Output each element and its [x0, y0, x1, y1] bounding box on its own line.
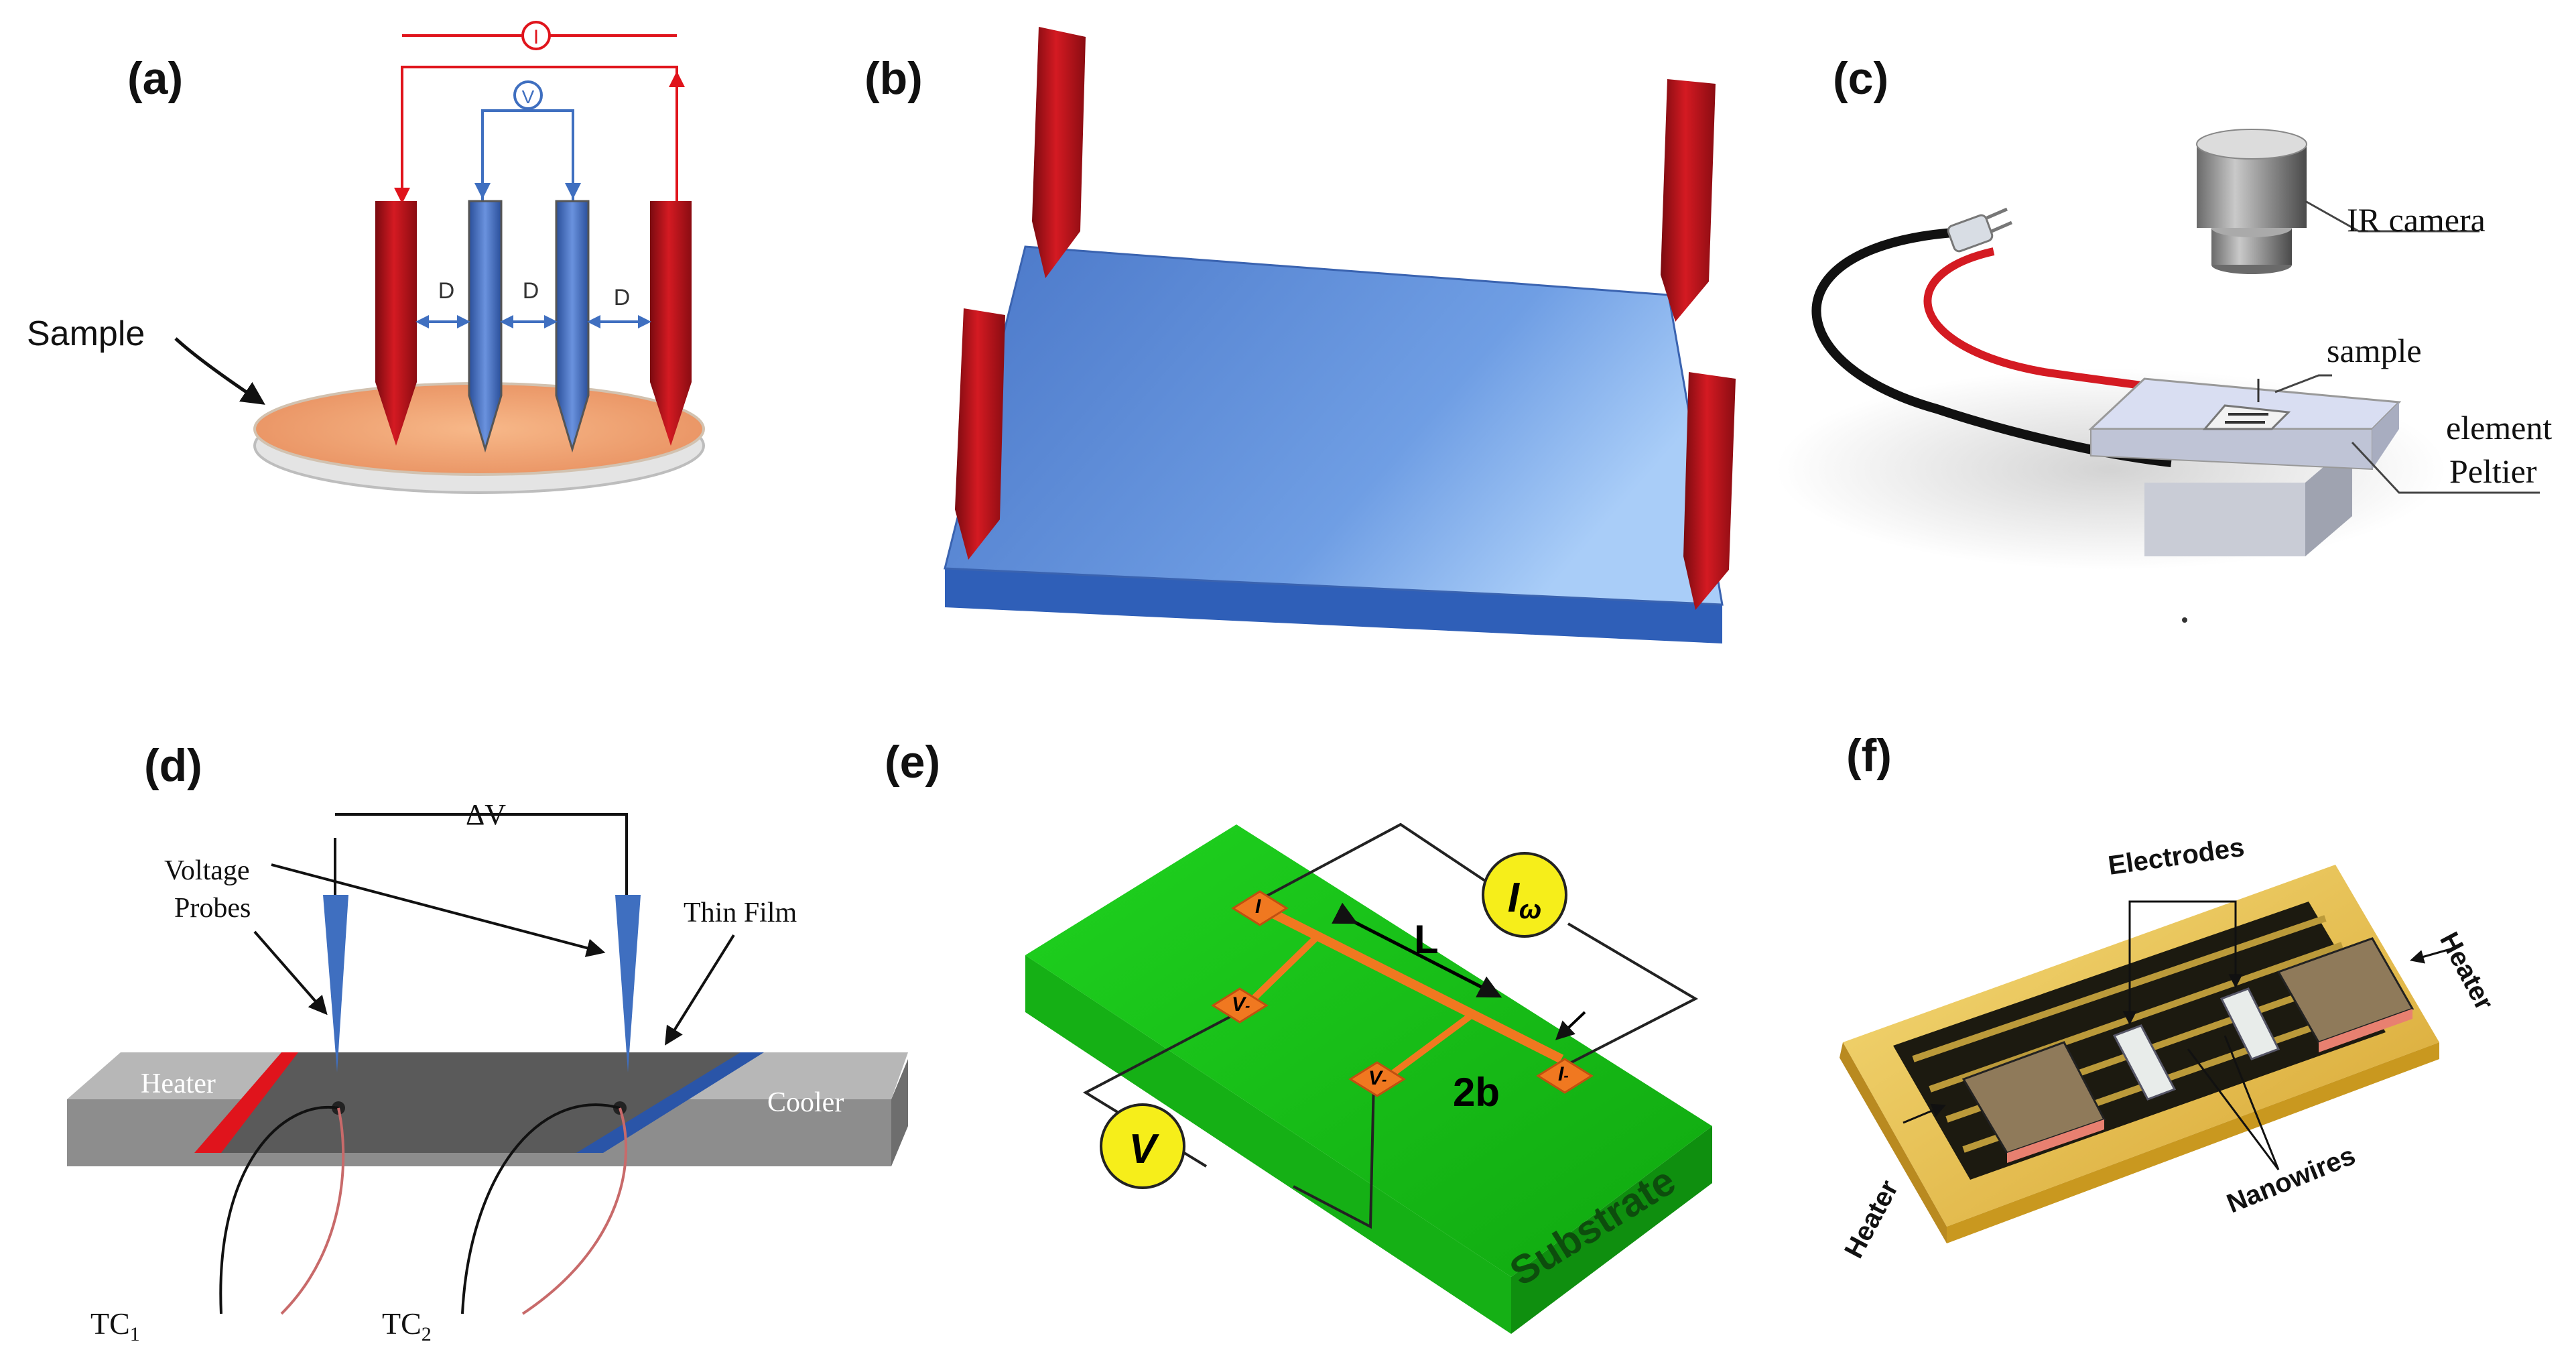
- peltier-element: [2088, 377, 2402, 556]
- nanowires-label: Nanowires: [2223, 1141, 2360, 1219]
- voltage-probe-left: [323, 895, 348, 1072]
- peltier-label-line2: Peltier: [2449, 452, 2537, 490]
- panel-f-label: (f): [1846, 730, 1892, 781]
- electrodes-label: Electrodes: [2106, 833, 2246, 881]
- length-label: L: [1414, 917, 1439, 962]
- voltage-loop-wire: [481, 109, 574, 201]
- sample-chip: [2202, 379, 2291, 430]
- peltier-label-line1: element: [2446, 409, 2552, 446]
- probe-red-left: [375, 201, 417, 446]
- panel-a: (a) I V D D D Sample: [27, 21, 705, 494]
- current-symbol: I: [533, 26, 539, 48]
- panel-b: (b): [864, 27, 1736, 643]
- heater-pad-right: [2276, 937, 2414, 1052]
- probe-b-bottom-left: [955, 308, 1005, 560]
- probe-b-top-left: [1032, 27, 1086, 278]
- probe-blue-1: [468, 200, 503, 453]
- heater-left-label: Heater: [1839, 1176, 1904, 1264]
- width-arrow: [1555, 1011, 1586, 1040]
- tc1-wire-black: [219, 1105, 339, 1314]
- heater-strip: [194, 1052, 298, 1153]
- panel-c-label: (c): [1833, 53, 1888, 104]
- peltier-leader: [2351, 441, 2540, 494]
- sample-c-label: sample: [2327, 332, 2422, 369]
- cooler-label: Cooler: [767, 1087, 844, 1118]
- voltage-probe-right: [615, 895, 641, 1072]
- pad-v-left-label: V-: [1232, 993, 1250, 1016]
- panel-e: (e) I V- V- I- L 2b Iω V Sub: [885, 737, 1712, 1334]
- voltage-symbol: V: [522, 86, 535, 107]
- panel-e-label: (e): [885, 737, 940, 788]
- panel-c: (c): [1776, 53, 2552, 623]
- sample-arrow: [174, 337, 265, 405]
- tc2-wire-red: [521, 1107, 627, 1315]
- panel-b-label: (b): [864, 53, 923, 104]
- length-arrow: [1332, 902, 1502, 998]
- electrode-left: [2112, 1024, 2177, 1101]
- thin-film-arrow: [665, 934, 735, 1046]
- voltage-probes-label-1: Voltage: [164, 855, 250, 886]
- stray-dot: [2182, 617, 2187, 623]
- nanowires-leader: [2187, 1048, 2280, 1170]
- pad-i-right: [1536, 1058, 1594, 1094]
- voltmeter-e-icon: [1100, 1103, 1185, 1189]
- voltmeter-icon: [513, 80, 543, 110]
- tc2-wire-black: [461, 1103, 621, 1314]
- probes-arrow-right: [271, 863, 606, 957]
- thin-film-label: Thin Film: [684, 898, 797, 928]
- probe-blue-2: [555, 200, 590, 453]
- probe-b-top-right: [1661, 79, 1716, 322]
- probes-arrow-left: [253, 930, 328, 1016]
- spacing-label-2: D: [523, 278, 539, 304]
- current-loop-wire-e: [1249, 822, 1502, 906]
- ac-current-label: Iω: [1508, 875, 1542, 924]
- ac-current-meter-icon: [1482, 852, 1567, 938]
- pad-i-left-label: I: [1255, 896, 1261, 918]
- heater-d-label: Heater: [141, 1068, 216, 1099]
- black-cable: [1811, 227, 2172, 467]
- voltage-probes-label-2: Probes: [174, 893, 251, 924]
- panel-a-label: (a): [127, 53, 183, 104]
- sample-leader: [2274, 374, 2332, 393]
- panel-d-label: (d): [144, 740, 202, 791]
- plug-connector: [1947, 207, 2012, 253]
- delta-v-label: ΔV: [466, 798, 506, 831]
- voltmeter-e-label: V: [1129, 1126, 1159, 1172]
- tc1-label: TC1: [90, 1306, 140, 1345]
- conductive-plate: [944, 245, 1724, 643]
- pad-v-right: [1348, 1061, 1406, 1097]
- heater-pad-left: [1961, 1041, 2106, 1163]
- tc1-wire-red: [280, 1107, 345, 1315]
- ir-camera-label: IR camera: [2347, 201, 2486, 239]
- spacing-label-3: D: [614, 285, 631, 310]
- pad-i-right-label: I-: [1558, 1063, 1569, 1085]
- tc2-label: TC2: [382, 1306, 432, 1345]
- green-substrate: [1025, 824, 1712, 1334]
- pad-i-left: [1231, 890, 1289, 926]
- probe-red-right: [650, 201, 692, 446]
- sample-label: Sample: [27, 314, 145, 353]
- ir-camera-icon: [2196, 129, 2307, 274]
- camera-leader: [2305, 200, 2480, 233]
- electrode-right: [2219, 987, 2280, 1060]
- pad-v-right-label: V-: [1368, 1067, 1387, 1089]
- heater-right-label: Heater: [2434, 928, 2499, 1016]
- panel-d: (d) ΔV Voltage Probes Thin Film Heater C…: [67, 740, 908, 1345]
- panel-f: (f) Electrodes Heater: [1839, 730, 2499, 1263]
- width-label: 2b: [1453, 1070, 1500, 1115]
- delta-v-wire: [334, 813, 628, 895]
- pad-v-left: [1211, 987, 1269, 1024]
- spacing-label-1: D: [438, 278, 455, 304]
- probe-b-bottom-right: [1683, 372, 1736, 610]
